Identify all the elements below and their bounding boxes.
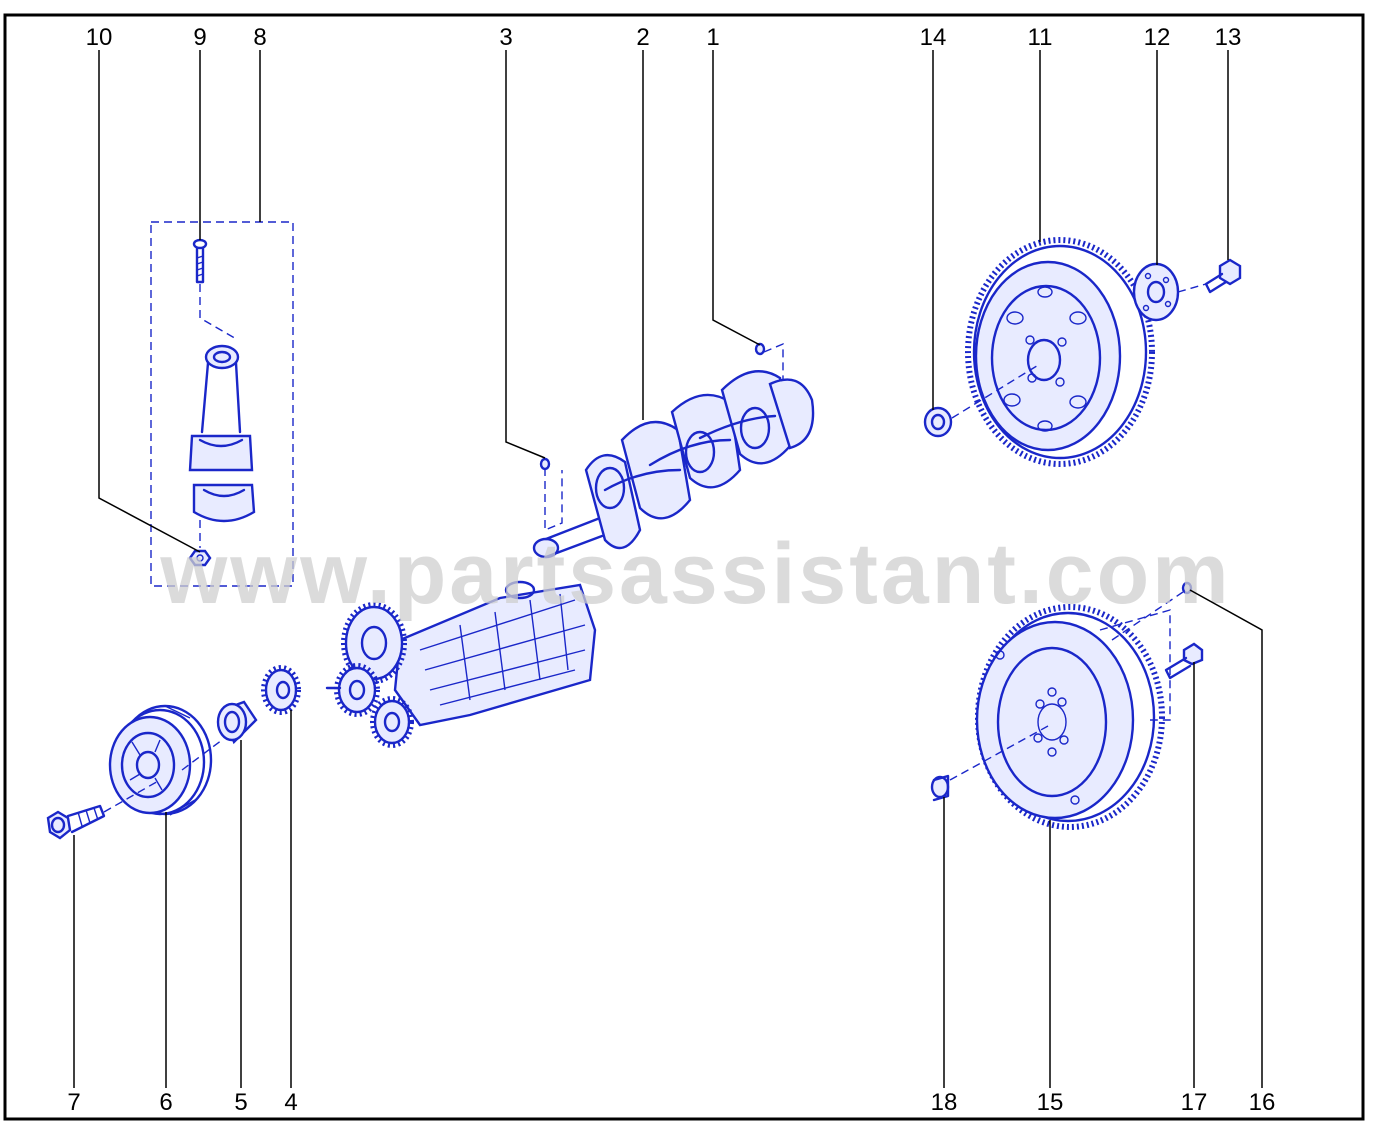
converter-pilot-bushing[interactable] <box>930 774 950 802</box>
balancer-oil-pump-assembly[interactable] <box>325 580 597 748</box>
rod-bolt[interactable] <box>192 238 208 284</box>
flywheel-reinforcement-plate[interactable] <box>1132 262 1180 322</box>
watermark-text: www.partsassistant.com <box>159 526 1231 622</box>
balancer-gear-small[interactable] <box>373 699 411 745</box>
crankshaft-pulley[interactable] <box>108 704 213 816</box>
callout-18: 18 <box>931 1089 958 1116</box>
callout-8: 8 <box>253 24 266 51</box>
connecting-rod-assembly[interactable] <box>150 221 294 587</box>
rod-nut[interactable] <box>188 549 212 567</box>
flexplate-bolt[interactable] <box>1164 642 1204 680</box>
connecting-rod[interactable] <box>188 344 256 523</box>
crankshaft-pin-rear[interactable] <box>754 342 766 356</box>
crankshaft-key[interactable] <box>539 457 551 471</box>
callout-4: 4 <box>284 1089 297 1116</box>
callout-1: 1 <box>706 24 719 51</box>
callout-2: 2 <box>636 24 649 51</box>
callout-numbers: 10 9 8 3 2 1 14 11 12 13 7 6 5 4 18 15 1… <box>67 24 1275 1116</box>
callout-6: 6 <box>159 1089 172 1116</box>
pilot-bearing[interactable] <box>923 406 953 438</box>
callout-12: 12 <box>1144 24 1171 51</box>
callout-13: 13 <box>1215 24 1242 51</box>
crankshaft-spacer[interactable] <box>216 700 258 745</box>
callout-10: 10 <box>86 24 113 51</box>
callout-17: 17 <box>1181 1089 1208 1116</box>
rod-group-box <box>150 221 294 587</box>
flywheel-manual[interactable] <box>965 237 1155 467</box>
callout-11: 11 <box>1028 24 1053 51</box>
leader-lines <box>73 50 1263 1088</box>
callout-3: 3 <box>499 24 512 51</box>
pulley-bolt[interactable] <box>46 804 106 840</box>
flywheel-automatic[interactable] <box>975 604 1171 830</box>
crankshaft-sprocket[interactable] <box>261 665 301 715</box>
callout-16: 16 <box>1249 1089 1276 1116</box>
callout-5: 5 <box>234 1089 247 1116</box>
callout-14: 14 <box>920 24 947 51</box>
flywheel-bolt[interactable] <box>1204 258 1242 294</box>
crankshaft[interactable] <box>532 342 815 559</box>
callout-15: 15 <box>1037 1089 1064 1116</box>
diagram-frame <box>3 13 1365 1121</box>
flywheel-dowel[interactable] <box>1181 581 1193 595</box>
callout-7: 7 <box>67 1089 80 1116</box>
callout-9: 9 <box>193 24 206 51</box>
